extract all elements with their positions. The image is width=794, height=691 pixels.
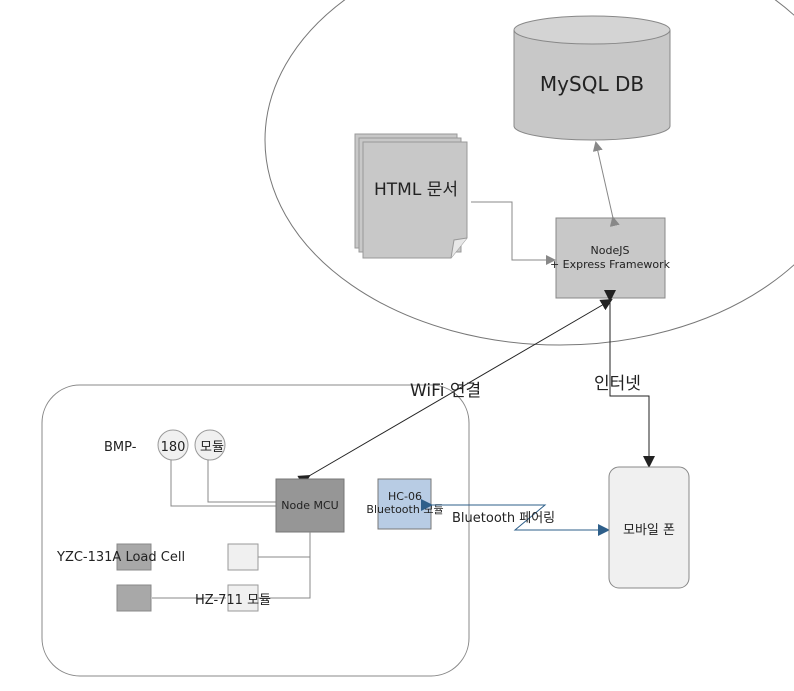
- bmp-mcu-wire-2: [207, 460, 276, 503]
- hz711-label: HZ-711 모듈: [195, 593, 271, 608]
- internet-label: 인터넷: [594, 374, 641, 394]
- mcu-sensor-wire: [258, 532, 311, 599]
- loadcell-module: YZC-131A Load Cell: [56, 543, 259, 571]
- mobile-phone-box: 모바일 폰: [608, 466, 690, 589]
- node-mcu-box: Node MCU: [275, 478, 345, 533]
- loadcell-label: YZC-131A Load Cell: [56, 550, 185, 565]
- html-server-connector: [471, 201, 556, 265]
- hc06-module-box: HC-06 Bluetooth 모듈: [366, 478, 444, 530]
- wifi-label: WiFi 연결: [410, 381, 481, 401]
- mysql-db-cylinder: MySQL DB: [513, 15, 671, 141]
- mysql-db-label: MySQL DB: [540, 72, 644, 96]
- bmp-label-part3: 모듈: [200, 440, 224, 455]
- device-box: [41, 384, 470, 677]
- wifi-arrow: [297, 298, 613, 487]
- bmp180-module: BMP- 180 모듈: [104, 429, 226, 461]
- express-label: + Express Framework: [550, 258, 671, 271]
- nodejs-server-box: NodeJS + Express Framework: [550, 217, 671, 299]
- internet-arrow: [604, 290, 655, 468]
- node-mcu-label: Node MCU: [281, 499, 338, 512]
- hc06-label: HC-06: [388, 490, 422, 503]
- bmp-label-part2: 180: [161, 440, 186, 455]
- hz711-module: HZ-711 모듈: [116, 584, 271, 612]
- bluetooth-arrow: [421, 499, 610, 536]
- nodejs-label: NodeJS: [591, 244, 630, 257]
- html-document-label: HTML 문서: [374, 180, 458, 200]
- mobile-phone-label: 모바일 폰: [623, 523, 675, 538]
- bluetooth-label: Bluetooth 페어링: [452, 511, 555, 526]
- html-document-stack: HTML 문서: [354, 133, 468, 259]
- bmp-label-part1: BMP-: [104, 440, 137, 455]
- db-server-arrow: [592, 141, 620, 227]
- bmp-mcu-wire-1: [170, 460, 276, 507]
